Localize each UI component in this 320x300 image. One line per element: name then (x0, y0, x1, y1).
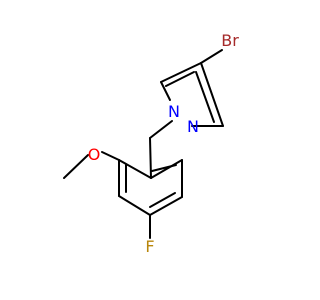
atom-labels: Br N N O F (88, 31, 239, 256)
atom-oxygen-label: O (88, 145, 101, 164)
atom-nitrogen-2-label: N (187, 117, 199, 136)
bond-ar3-ar4 (118, 195, 151, 216)
bond-ch2-ring (149, 137, 152, 179)
bond-c5-n1 (160, 81, 171, 101)
bond-c4-c5-inner (165, 71, 195, 87)
bonds (63, 49, 224, 239)
chemical-structure: Br N N O F (63, 31, 239, 256)
bond-n1-ch2 (149, 120, 173, 139)
bond-ar6-ar1-inner (151, 164, 177, 172)
atom-nitrogen-1-label: N (168, 102, 180, 121)
bond-ar6-ar1 (150, 159, 183, 179)
atom-fluorine-label: F (145, 237, 154, 256)
bond-c3-c4-inner (195, 71, 215, 123)
atom-bromine-label: Br (221, 31, 239, 50)
bond-ar4-ar5-inner (149, 192, 176, 208)
bond-ar2-o (101, 151, 120, 161)
bond-ar4-ar5 (149, 196, 183, 216)
bond-c4-c5 (160, 62, 202, 83)
bond-c4-br (200, 49, 223, 64)
bond-ar1-ar2 (118, 159, 152, 179)
bond-o-ch3 (63, 154, 89, 179)
bond-c3-c4 (200, 62, 224, 127)
